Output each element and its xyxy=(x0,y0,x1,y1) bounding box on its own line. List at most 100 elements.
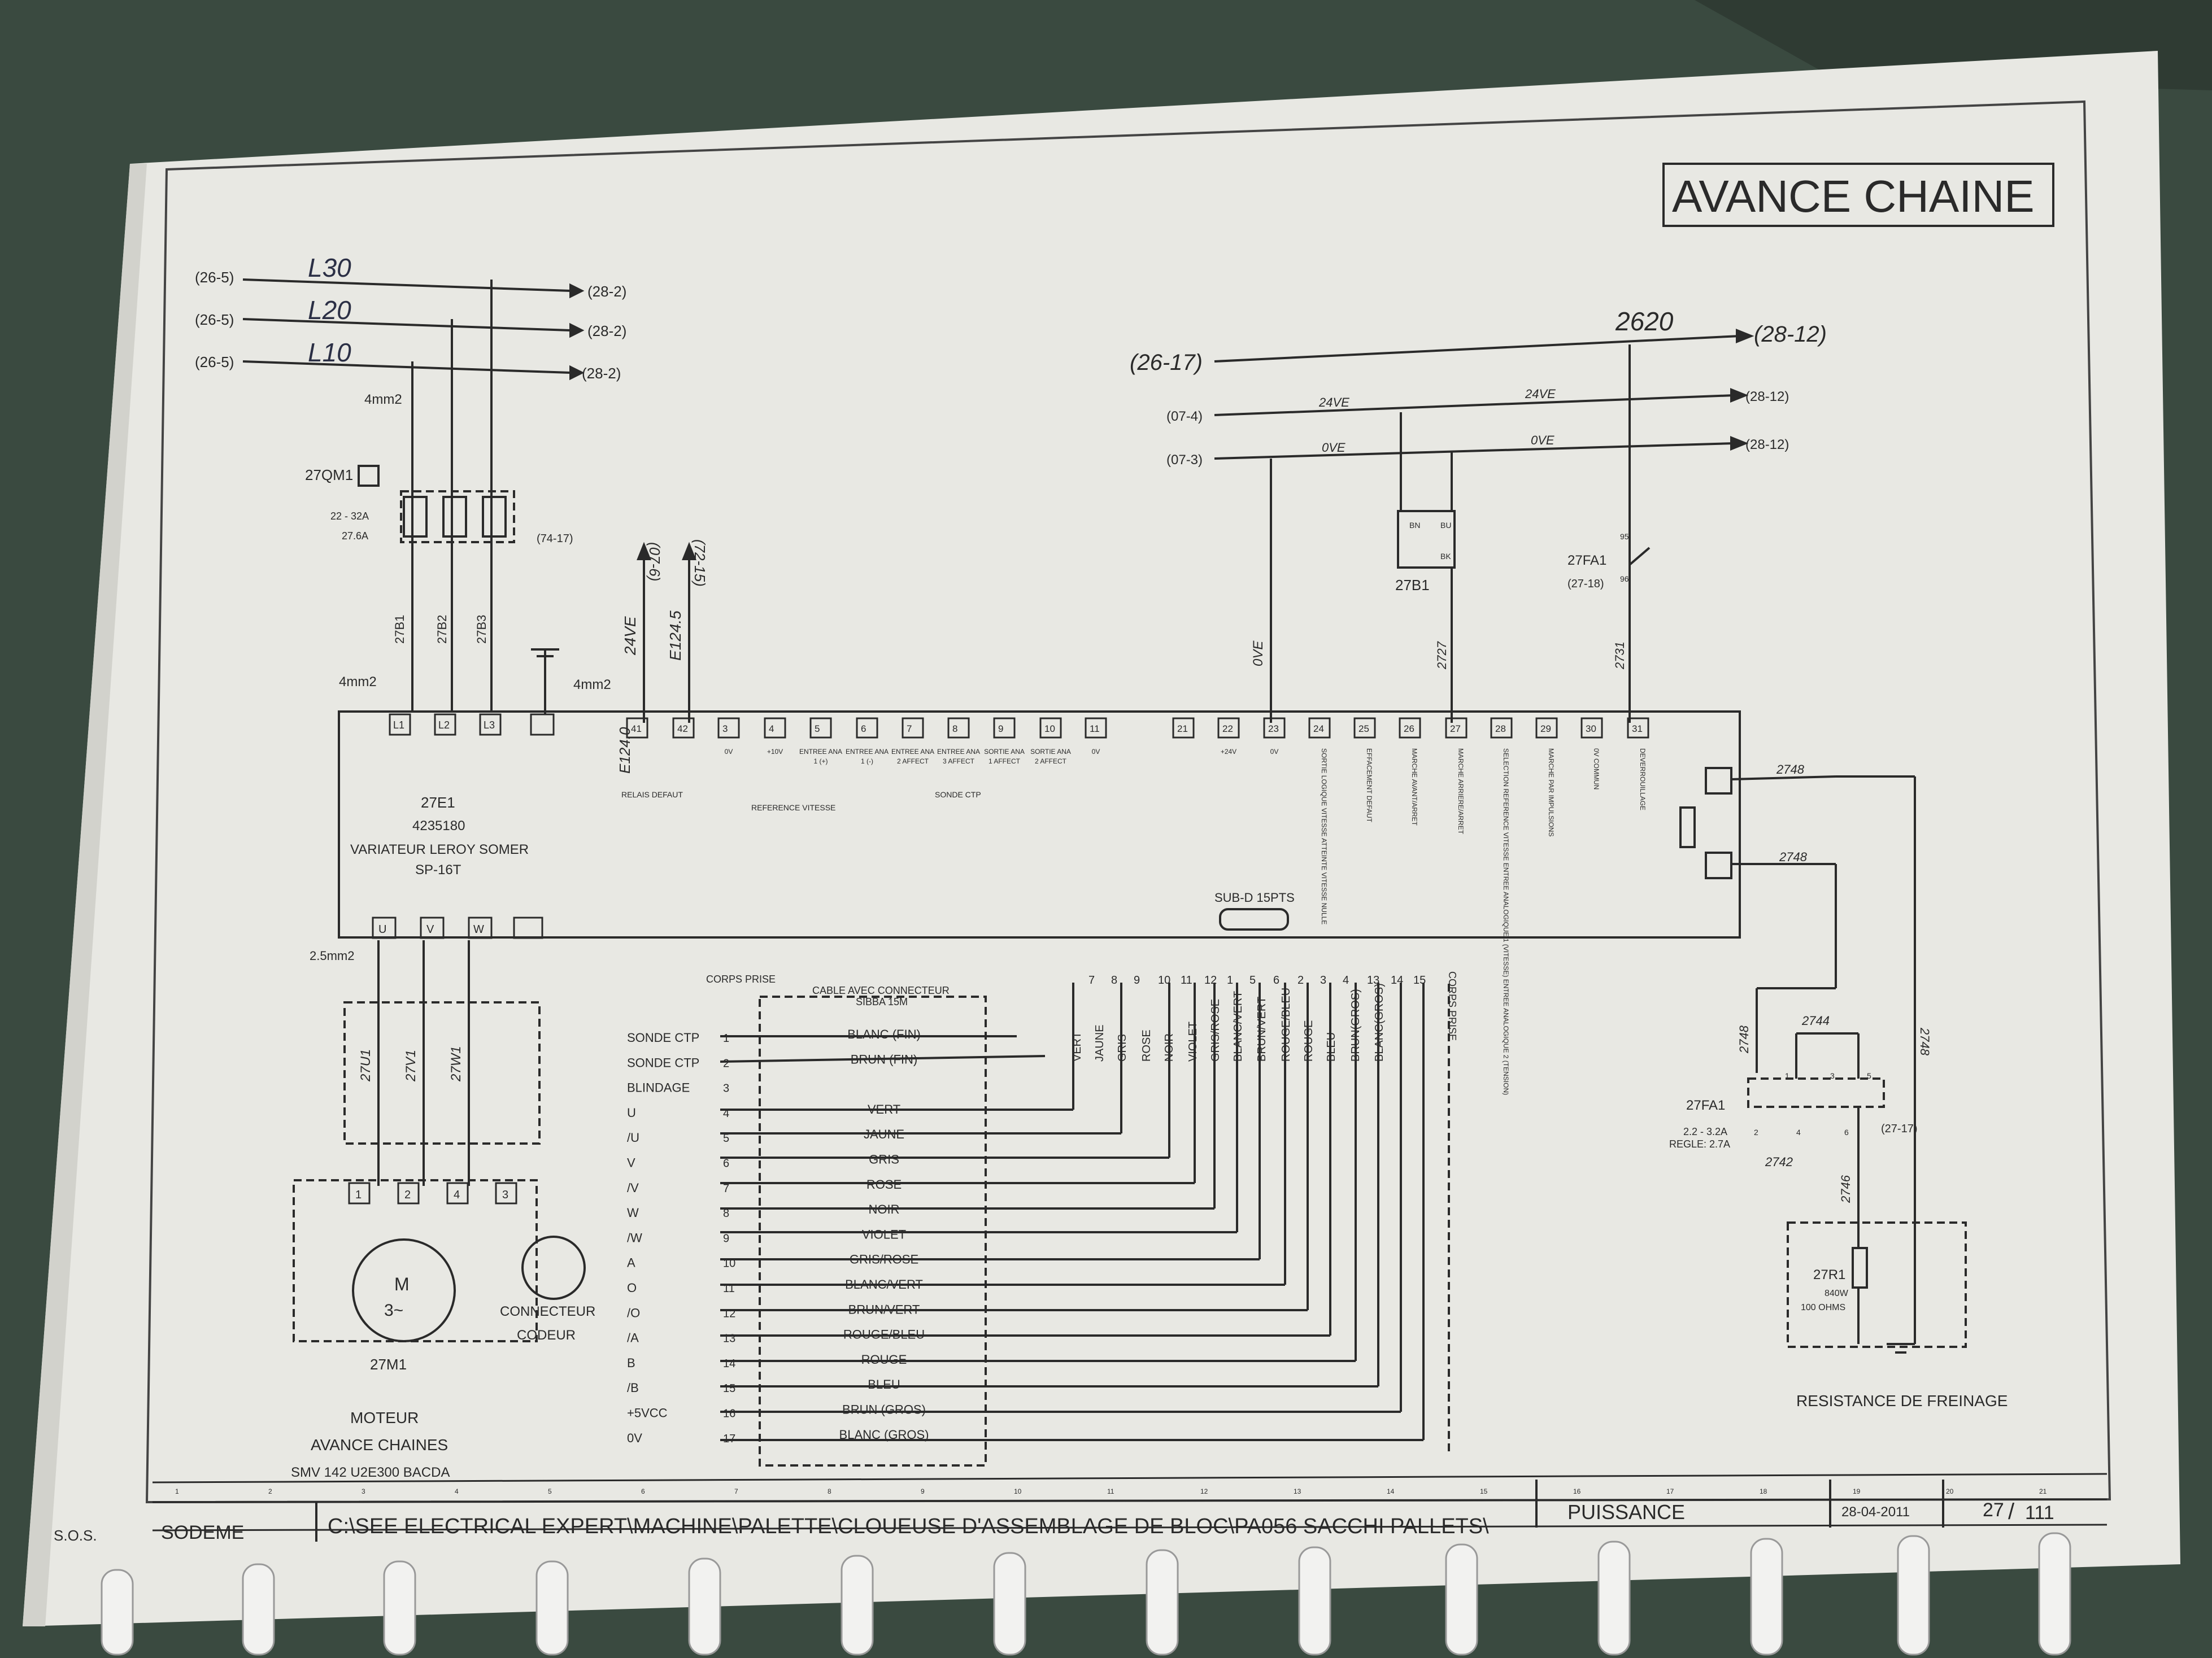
encoder-pin: 7 xyxy=(723,1183,729,1195)
subd-wire-color: BLANC/VERT xyxy=(1232,991,1244,1062)
binder-rings xyxy=(101,1532,2071,1656)
encoder-header-2: SIBBA 15M xyxy=(856,996,908,1007)
column-number: 10 xyxy=(1014,1487,1022,1495)
encoder-signal: 0V xyxy=(627,1431,642,1445)
paper-sheet xyxy=(23,51,2180,1626)
encoder-wire-color: ROUGE/BLEU xyxy=(843,1328,925,1342)
drive-terminal-label: SORTIE LOGIQUE VITESSE ATTEINTE VITESSE … xyxy=(1320,748,1328,924)
encoder-pin: 11 xyxy=(723,1282,735,1295)
brake-resistor-ohms: 100 OHMS xyxy=(1801,1303,1845,1312)
wire-31-label: 2731 xyxy=(1613,642,1627,670)
brake-wire-2746: 2746 xyxy=(1839,1175,1853,1203)
drive-terminal-label: 0V xyxy=(1092,748,1100,756)
thermal-ref: (27-18) xyxy=(1567,578,1604,590)
drive-terminal-label: 0V xyxy=(725,748,733,756)
column-number: 2 xyxy=(268,1487,272,1495)
sensor-pin-bk: BK xyxy=(1440,552,1451,561)
encoder-label-1: CONNECTEUR xyxy=(500,1304,595,1319)
encoder-signal: SONDE CTP xyxy=(627,1031,699,1045)
drive-terminal-box xyxy=(902,717,924,739)
drive-terminal-label: ENTREE ANA xyxy=(891,748,934,756)
encoder-pin: 4 xyxy=(723,1107,729,1120)
breaker-range: 22 - 32A xyxy=(330,511,369,522)
encoder-pin: 14 xyxy=(723,1358,735,1370)
encoder-wire-color: BLANC (FIN) xyxy=(847,1027,921,1041)
encoder-pin: 3 xyxy=(723,1083,729,1095)
bus-main-label: 2620 xyxy=(1615,307,1674,336)
encoder-corps-2: CORPS PRISE xyxy=(1447,971,1458,1041)
motor-terminals: 1 2 4 3 xyxy=(348,1182,517,1205)
encoder-header-1: CABLE AVEC CONNECTEUR xyxy=(812,985,950,996)
column-number: 20 xyxy=(1946,1487,1954,1495)
column-number: 11 xyxy=(1107,1487,1114,1495)
drive-terminal-box xyxy=(717,717,740,739)
drive-u: U xyxy=(378,923,386,936)
sheet-title: AVANCE CHAINE xyxy=(1672,171,2035,221)
drive-terminal-label: DEVERROUILLAGE xyxy=(1639,748,1647,810)
drive-terminal-number: 7 xyxy=(907,723,912,734)
drive-terminal-label: 1 AFFECT xyxy=(989,757,1021,765)
motor-tag: 27M1 xyxy=(370,1356,407,1373)
encoder-signal: /O xyxy=(627,1306,640,1320)
drive-subd-label: SUB-D 15PTS xyxy=(1214,891,1295,905)
sheet-date: 28-04-2011 xyxy=(1841,1504,1910,1520)
drive-terminal-number: 29 xyxy=(1540,723,1551,734)
drive-terminal-box xyxy=(1085,717,1107,739)
drive-terminal-label: SORTIE ANA xyxy=(984,748,1025,756)
drive-terminal-label: ENTREE ANA xyxy=(846,748,889,756)
drive-terminal-label: MARCHE ARRIERE/ARRET xyxy=(1457,748,1465,835)
encoder-pin: 1 xyxy=(723,1032,729,1045)
drive-ref: 4235180 xyxy=(412,818,465,834)
bus-24-label-2: 24VE xyxy=(1525,387,1556,401)
drive-terminal-label: SELECTION REFERENCE VITESSE ENTREE ANALO… xyxy=(1502,748,1510,1095)
encoder-wire-color: VIOLET xyxy=(862,1227,906,1241)
drive-l1: L1 xyxy=(393,719,404,731)
subd-wire-color: ROSE xyxy=(1140,1029,1153,1062)
supply-label-l30: L30 xyxy=(308,253,351,282)
subd-wire-color: BLANC(GROS) xyxy=(1373,983,1386,1062)
title-box xyxy=(1662,163,2054,227)
encoder-signal: B xyxy=(627,1356,635,1370)
bus-24-label-1: 24VE xyxy=(1318,395,1349,409)
subd-wire-color: BLEU xyxy=(1325,1032,1338,1062)
drive-terminal-label: 1 (-) xyxy=(861,757,873,765)
subd-pin-number: 2 xyxy=(1297,974,1304,987)
encoder-signal: /U xyxy=(627,1131,639,1145)
column-number: 1 xyxy=(175,1487,179,1495)
encoder-wire-color: BLANC (GROS) xyxy=(839,1428,929,1442)
sensor-pin-bn: BN xyxy=(1409,521,1420,530)
bus-0-to: (28-12) xyxy=(1745,437,1789,452)
drive-terminal-number: 4 xyxy=(769,723,774,734)
subd-wire-color: GRIS xyxy=(1116,1034,1129,1062)
section-bottom: 4mm2 xyxy=(339,674,377,690)
drive-terminal-box xyxy=(764,717,786,739)
drive-tag: 27E1 xyxy=(421,794,455,811)
sheet-page-total: 111 xyxy=(2025,1502,2054,1524)
drive-terminal-label: +24V xyxy=(1221,748,1236,756)
subd-pin-number: 8 xyxy=(1111,974,1117,987)
supply-label-l20: L20 xyxy=(308,295,351,325)
subd-pin-number: 13 xyxy=(1367,974,1379,987)
drive-terminal-number: 6 xyxy=(861,723,866,734)
encoder-pin: 5 xyxy=(723,1132,729,1145)
subd-wire-color: NOIR xyxy=(1163,1033,1175,1062)
encoder-wire-color: BRUN (GROS) xyxy=(842,1403,926,1417)
motor-cable-u: 27U1 xyxy=(358,1049,373,1082)
sheet-page-separator: / xyxy=(2008,1499,2015,1524)
drive-terminal-number: 22 xyxy=(1222,723,1233,734)
subd-connector xyxy=(1219,908,1289,931)
drive-terminal-number: 25 xyxy=(1358,723,1369,734)
drive-terminal-box xyxy=(1490,717,1513,739)
section-earth: 4mm2 xyxy=(573,677,611,692)
bus-0-from: (07-3) xyxy=(1166,452,1203,468)
breaker-setting: 27.6A xyxy=(342,530,368,542)
wire-27-label: 2727 xyxy=(1435,641,1449,670)
encoder-wire-color: BRUN (FIN) xyxy=(851,1052,918,1066)
subd-pin-number: 10 xyxy=(1158,974,1170,987)
encoder-wire-color: JAUNE xyxy=(864,1127,904,1141)
